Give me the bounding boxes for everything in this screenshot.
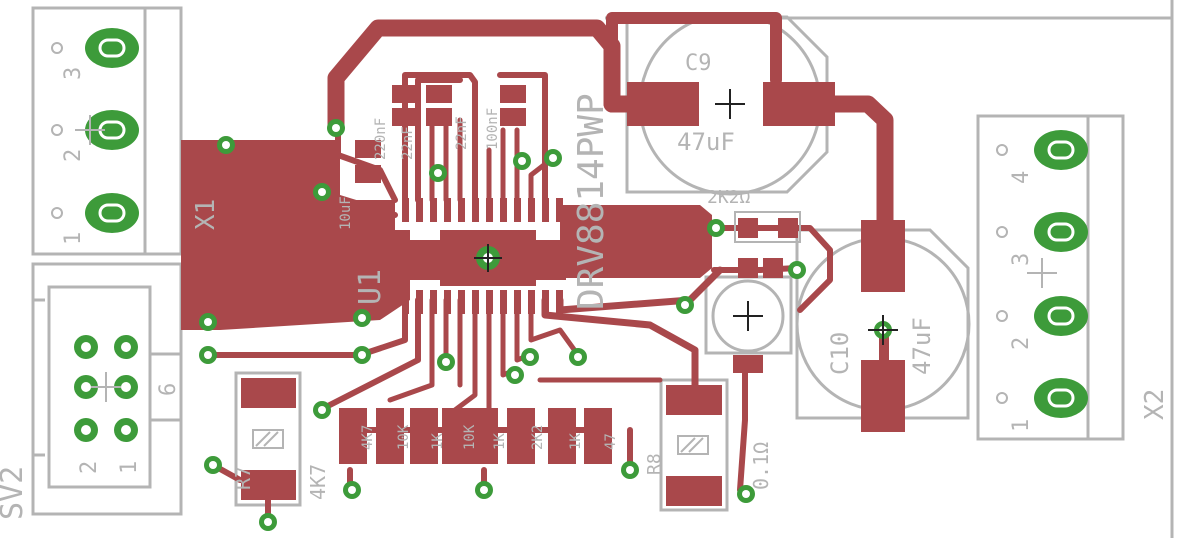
- res-bottom-1: 4K7: [360, 425, 376, 450]
- x1-outline: [31, 6, 183, 256]
- c10-value: 47uF: [908, 317, 936, 375]
- chip-label: DRV8814PWP: [571, 93, 612, 310]
- bottom-resistor-pads: [339, 408, 612, 464]
- c10-label: C10: [826, 332, 854, 375]
- r7-pad-2: [241, 470, 296, 500]
- cap-small-4: 10uF: [338, 196, 354, 230]
- r8-pad-2: [666, 476, 722, 506]
- x2-label: X2: [1140, 389, 1170, 420]
- x2-outline: [976, 114, 1125, 441]
- res-bottom-3: 1K: [430, 433, 446, 450]
- res-bottom-8: 47: [603, 433, 619, 450]
- sv2-pads: [74, 335, 138, 442]
- u1-label: U1: [353, 269, 388, 305]
- x1-copper-pour: [181, 140, 410, 330]
- right-copper-pour: [560, 205, 712, 278]
- x2-pads: [1034, 130, 1088, 418]
- x1-pin-2: 2: [61, 149, 86, 162]
- r7-value: 4K7: [306, 464, 330, 500]
- x2-pin-2: 2: [1009, 337, 1034, 350]
- u1-pins-top: [402, 198, 563, 222]
- cap-small-2: 22nF: [454, 116, 470, 150]
- c9-pad-2: [763, 82, 835, 126]
- x1-pads: [85, 28, 139, 233]
- r8-label: R8: [644, 453, 665, 475]
- u1-pins-bottom: [402, 290, 563, 314]
- x2-pin-4: 4: [1009, 171, 1034, 184]
- x2-pin-1: 1: [1009, 419, 1034, 432]
- x1-label: X1: [191, 199, 221, 230]
- res-bottom-6: 2K2: [530, 425, 546, 450]
- r7-pad-1: [241, 378, 296, 408]
- c9-label: C9: [685, 51, 712, 76]
- sv2-pin-1: 1: [117, 461, 142, 474]
- r-top-label: 2K2Ω: [707, 187, 751, 208]
- x1-pin-3: 3: [61, 67, 86, 80]
- copper-pads: [181, 82, 905, 506]
- r7-label: R7: [231, 466, 255, 490]
- r8-pad-1: [666, 385, 722, 415]
- x1-pin-1: 1: [61, 232, 86, 245]
- cap-small-1: 22nF: [400, 126, 416, 160]
- c9-value: 47uF: [677, 128, 735, 156]
- res-bottom-2: 10K: [396, 424, 412, 450]
- res-bottom-4: 10K: [462, 424, 478, 450]
- c9-pad-1: [627, 82, 699, 126]
- res-bottom-7: 1K: [568, 433, 584, 450]
- cap-small-5: 100nF: [485, 108, 501, 150]
- x2-pin-3: 3: [1009, 253, 1034, 266]
- sv2-label: SV2: [0, 466, 30, 520]
- cap-small-3: 220nF: [373, 118, 389, 160]
- sv2-side-label: 6: [156, 383, 181, 396]
- sv2-pin-2: 2: [77, 461, 102, 474]
- vias: [199, 119, 892, 531]
- silkscreen-text: X1 X2 SV2 U1 DRV8814PWP C9 47uF C10 47uF…: [0, 51, 1170, 520]
- r8-value: 0.1Ω: [749, 442, 773, 490]
- c9-outline: [625, 15, 829, 194]
- c10-pad-2: [861, 360, 905, 432]
- res-bottom-5: 1K: [492, 433, 508, 450]
- c10-pad-1: [861, 220, 905, 292]
